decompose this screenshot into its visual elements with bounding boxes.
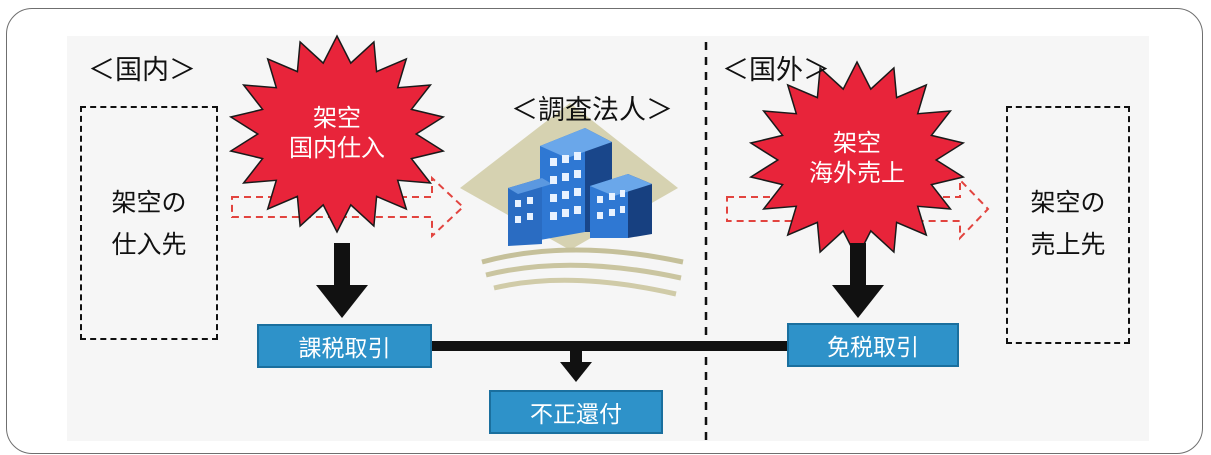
fictitious-sales-label: 架空海外売上 <box>809 129 905 187</box>
fictitious-customer-box <box>1006 106 1130 344</box>
diagram-canvas <box>67 36 1149 441</box>
taxable-transaction-tag: 課税取引 <box>257 324 432 368</box>
dashed-flow-arrow-right <box>726 177 990 241</box>
tax-exempt-transaction-tag: 免税取引 <box>787 323 959 367</box>
down-arrow-right <box>832 243 884 318</box>
fictitious-supplier-text: 架空の仕入先 <box>111 188 187 259</box>
starburst-fictitious-purchase <box>228 34 446 234</box>
company-label: ＜調査法人＞ <box>511 95 673 126</box>
transaction-connector-bar <box>430 341 790 351</box>
dashed-flow-arrow-left <box>231 175 465 239</box>
fictitious-customer-text: 架空の売上先 <box>1030 188 1106 259</box>
fraudulent-refund-tag: 不正還付 <box>489 390 663 434</box>
down-arrow-left <box>316 243 368 318</box>
fictitious-purchase-label: 架空国内仕入 <box>289 104 385 162</box>
fictitious-supplier-box <box>80 106 218 340</box>
outer-frame <box>6 8 1203 454</box>
overseas-label: ＜国外＞ <box>722 55 830 86</box>
company-building-icon <box>460 103 684 297</box>
down-arrow-center <box>560 351 592 382</box>
domestic-label: ＜国内＞ <box>88 55 196 86</box>
